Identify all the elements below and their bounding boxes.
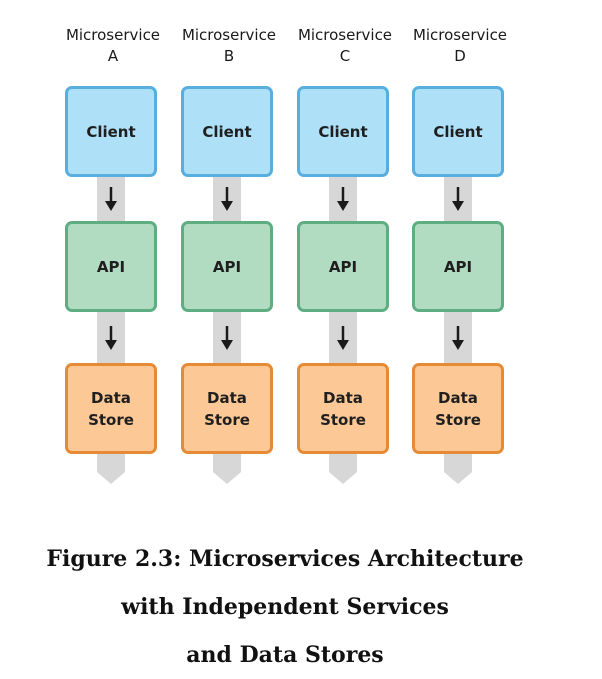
arrow-down-icon (105, 325, 117, 350)
arrow-down-icon (221, 325, 233, 350)
data-store-label-line1: Data (438, 388, 478, 407)
flow-tail (329, 454, 357, 486)
column-title-line2: D (454, 47, 466, 65)
api-box: API (65, 221, 157, 312)
data-store-box: Data Store (297, 363, 389, 454)
data-store-label-line2: Store (204, 410, 250, 429)
api-box: API (181, 221, 273, 312)
column-title-line2: B (223, 47, 235, 65)
api-store-connector (213, 312, 241, 363)
column-title-line1: Microservice (297, 26, 393, 44)
caption-line1: Figure 2.3: Microservices Architecture (46, 546, 524, 572)
arrow-down-icon (221, 187, 233, 211)
chevron-down-icon (444, 454, 472, 484)
chevron-down-icon (213, 454, 241, 484)
arrow-down-icon (452, 325, 464, 350)
api-store-connector (444, 312, 472, 363)
data-store-box: Data Store (181, 363, 273, 454)
client-label: Client (318, 122, 368, 141)
client-box: Client (297, 86, 389, 177)
microservice-column-a: Microservice A Client API Data Store (65, 0, 161, 500)
client-label: Client (433, 122, 483, 141)
data-store-label-line1: Data (323, 388, 363, 407)
flow-tail (444, 454, 472, 486)
client-api-connector (213, 177, 241, 221)
client-api-connector (444, 177, 472, 221)
api-box: API (297, 221, 389, 312)
api-label: API (96, 257, 126, 276)
arrow-down-icon (337, 187, 349, 211)
arrow-down-icon (337, 325, 349, 350)
client-box: Client (65, 86, 157, 177)
microservice-column-d: Microservice D Client API Data Store (412, 0, 508, 500)
client-box: Client (181, 86, 273, 177)
column-title: Microservice C (285, 25, 405, 67)
microservice-column-c: Microservice C Client API Data Store (297, 0, 393, 500)
client-box: Client (412, 86, 504, 177)
chevron-down-icon (329, 454, 357, 484)
api-store-connector (329, 312, 357, 363)
api-label: API (443, 257, 473, 276)
data-store-box: Data Store (65, 363, 157, 454)
arrow-down-icon (105, 187, 117, 211)
client-label: Client (86, 122, 136, 141)
caption-line3: and Data Stores (186, 642, 384, 668)
flow-tail (97, 454, 125, 486)
data-store-label-line2: Store (88, 410, 134, 429)
api-store-connector (97, 312, 125, 363)
api-label: API (328, 257, 358, 276)
microservice-column-b: Microservice B Client API Data Store (181, 0, 277, 500)
column-title-line1: Microservice (412, 26, 508, 44)
api-label: API (212, 257, 242, 276)
chevron-down-icon (97, 454, 125, 484)
column-title-line1: Microservice (65, 26, 161, 44)
arrow-down-icon (452, 187, 464, 211)
data-store-label-line2: Store (435, 410, 481, 429)
client-api-connector (97, 177, 125, 221)
column-title: Microservice A (53, 25, 173, 67)
column-title: Microservice D (400, 25, 520, 67)
client-label: Client (202, 122, 252, 141)
flow-tail (213, 454, 241, 486)
api-box: API (412, 221, 504, 312)
data-store-label-line1: Data (91, 388, 131, 407)
column-title-line2: C (339, 47, 351, 65)
column-title: Microservice B (169, 25, 289, 67)
caption-line2: with Independent Services (121, 594, 449, 620)
column-title-line1: Microservice (181, 26, 277, 44)
client-api-connector (329, 177, 357, 221)
data-store-box: Data Store (412, 363, 504, 454)
data-store-label-line1: Data (207, 388, 247, 407)
figure-caption: Figure 2.3: Microservices Architecture w… (0, 535, 570, 679)
data-store-label-line2: Store (320, 410, 366, 429)
column-title-line2: A (107, 47, 119, 65)
